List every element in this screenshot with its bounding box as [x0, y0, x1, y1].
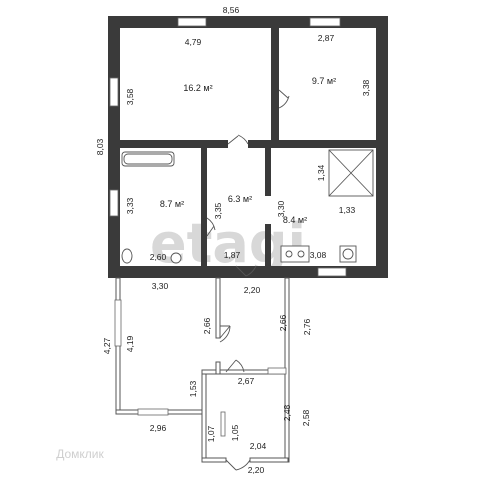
- area-corridor: 6.3 м²: [228, 194, 252, 204]
- dim-label: 1,87: [224, 250, 241, 260]
- dim-label: 2,04: [250, 441, 267, 451]
- area-bathroom: 8.7 м²: [160, 199, 184, 209]
- dim-label: 2,60: [150, 252, 167, 262]
- dim-label: 3,30: [152, 281, 169, 291]
- extension-walls: [115, 277, 290, 463]
- watermark-domclick: Домклик: [56, 447, 104, 461]
- dim-label: 2,96: [150, 423, 167, 433]
- area-kitchen: 8.4 м²: [283, 215, 307, 225]
- dim-label: 1,53: [188, 380, 198, 397]
- dim-label: 3,35: [213, 202, 223, 219]
- dim-label: 1,07: [206, 425, 216, 442]
- dim-label: 3,08: [310, 250, 327, 260]
- windows-main: [109, 17, 347, 277]
- dim-label: 2,87: [318, 33, 335, 43]
- area-room-1: 16.2 м²: [183, 83, 212, 93]
- dim-label: 4,27: [102, 337, 112, 354]
- doors-extension: [219, 325, 251, 471]
- dim-label: 2,67: [238, 376, 255, 386]
- dim-label: 4,19: [125, 335, 135, 352]
- area-room-2: 9.7 м²: [312, 76, 336, 86]
- doors-main: [206, 89, 290, 277]
- interior-walls: [120, 28, 376, 266]
- dim-label: 2,66: [202, 317, 212, 334]
- dim-label: 3,33: [125, 197, 135, 214]
- dim-label: 3,30: [276, 200, 286, 217]
- dim-label: 2,76: [302, 318, 312, 335]
- dim-label: 2,20: [248, 465, 265, 475]
- fixtures: [121, 149, 374, 264]
- dim-label: 1,33: [339, 205, 356, 215]
- dim-label: 2,20: [244, 285, 261, 295]
- windows-extension: [114, 299, 287, 437]
- dim-label: 2,58: [301, 409, 311, 426]
- dim-label: 4,79: [185, 37, 202, 47]
- dim-label: 1,34: [316, 164, 326, 181]
- dim-label: 8,56: [223, 5, 240, 15]
- dim-label: 8,03: [95, 138, 105, 155]
- dim-label: 2,66: [278, 314, 288, 331]
- dimension-labels: 8,56 4,79 2,87 3,58 3,38 8,03 3,33 3,35 …: [95, 5, 371, 475]
- watermark-etagi: etagi: [150, 212, 306, 275]
- dim-label: 3,58: [125, 88, 135, 105]
- dim-label: 3,38: [361, 79, 371, 96]
- dim-label: 2,48: [282, 404, 292, 421]
- dim-label: 1,05: [230, 424, 240, 441]
